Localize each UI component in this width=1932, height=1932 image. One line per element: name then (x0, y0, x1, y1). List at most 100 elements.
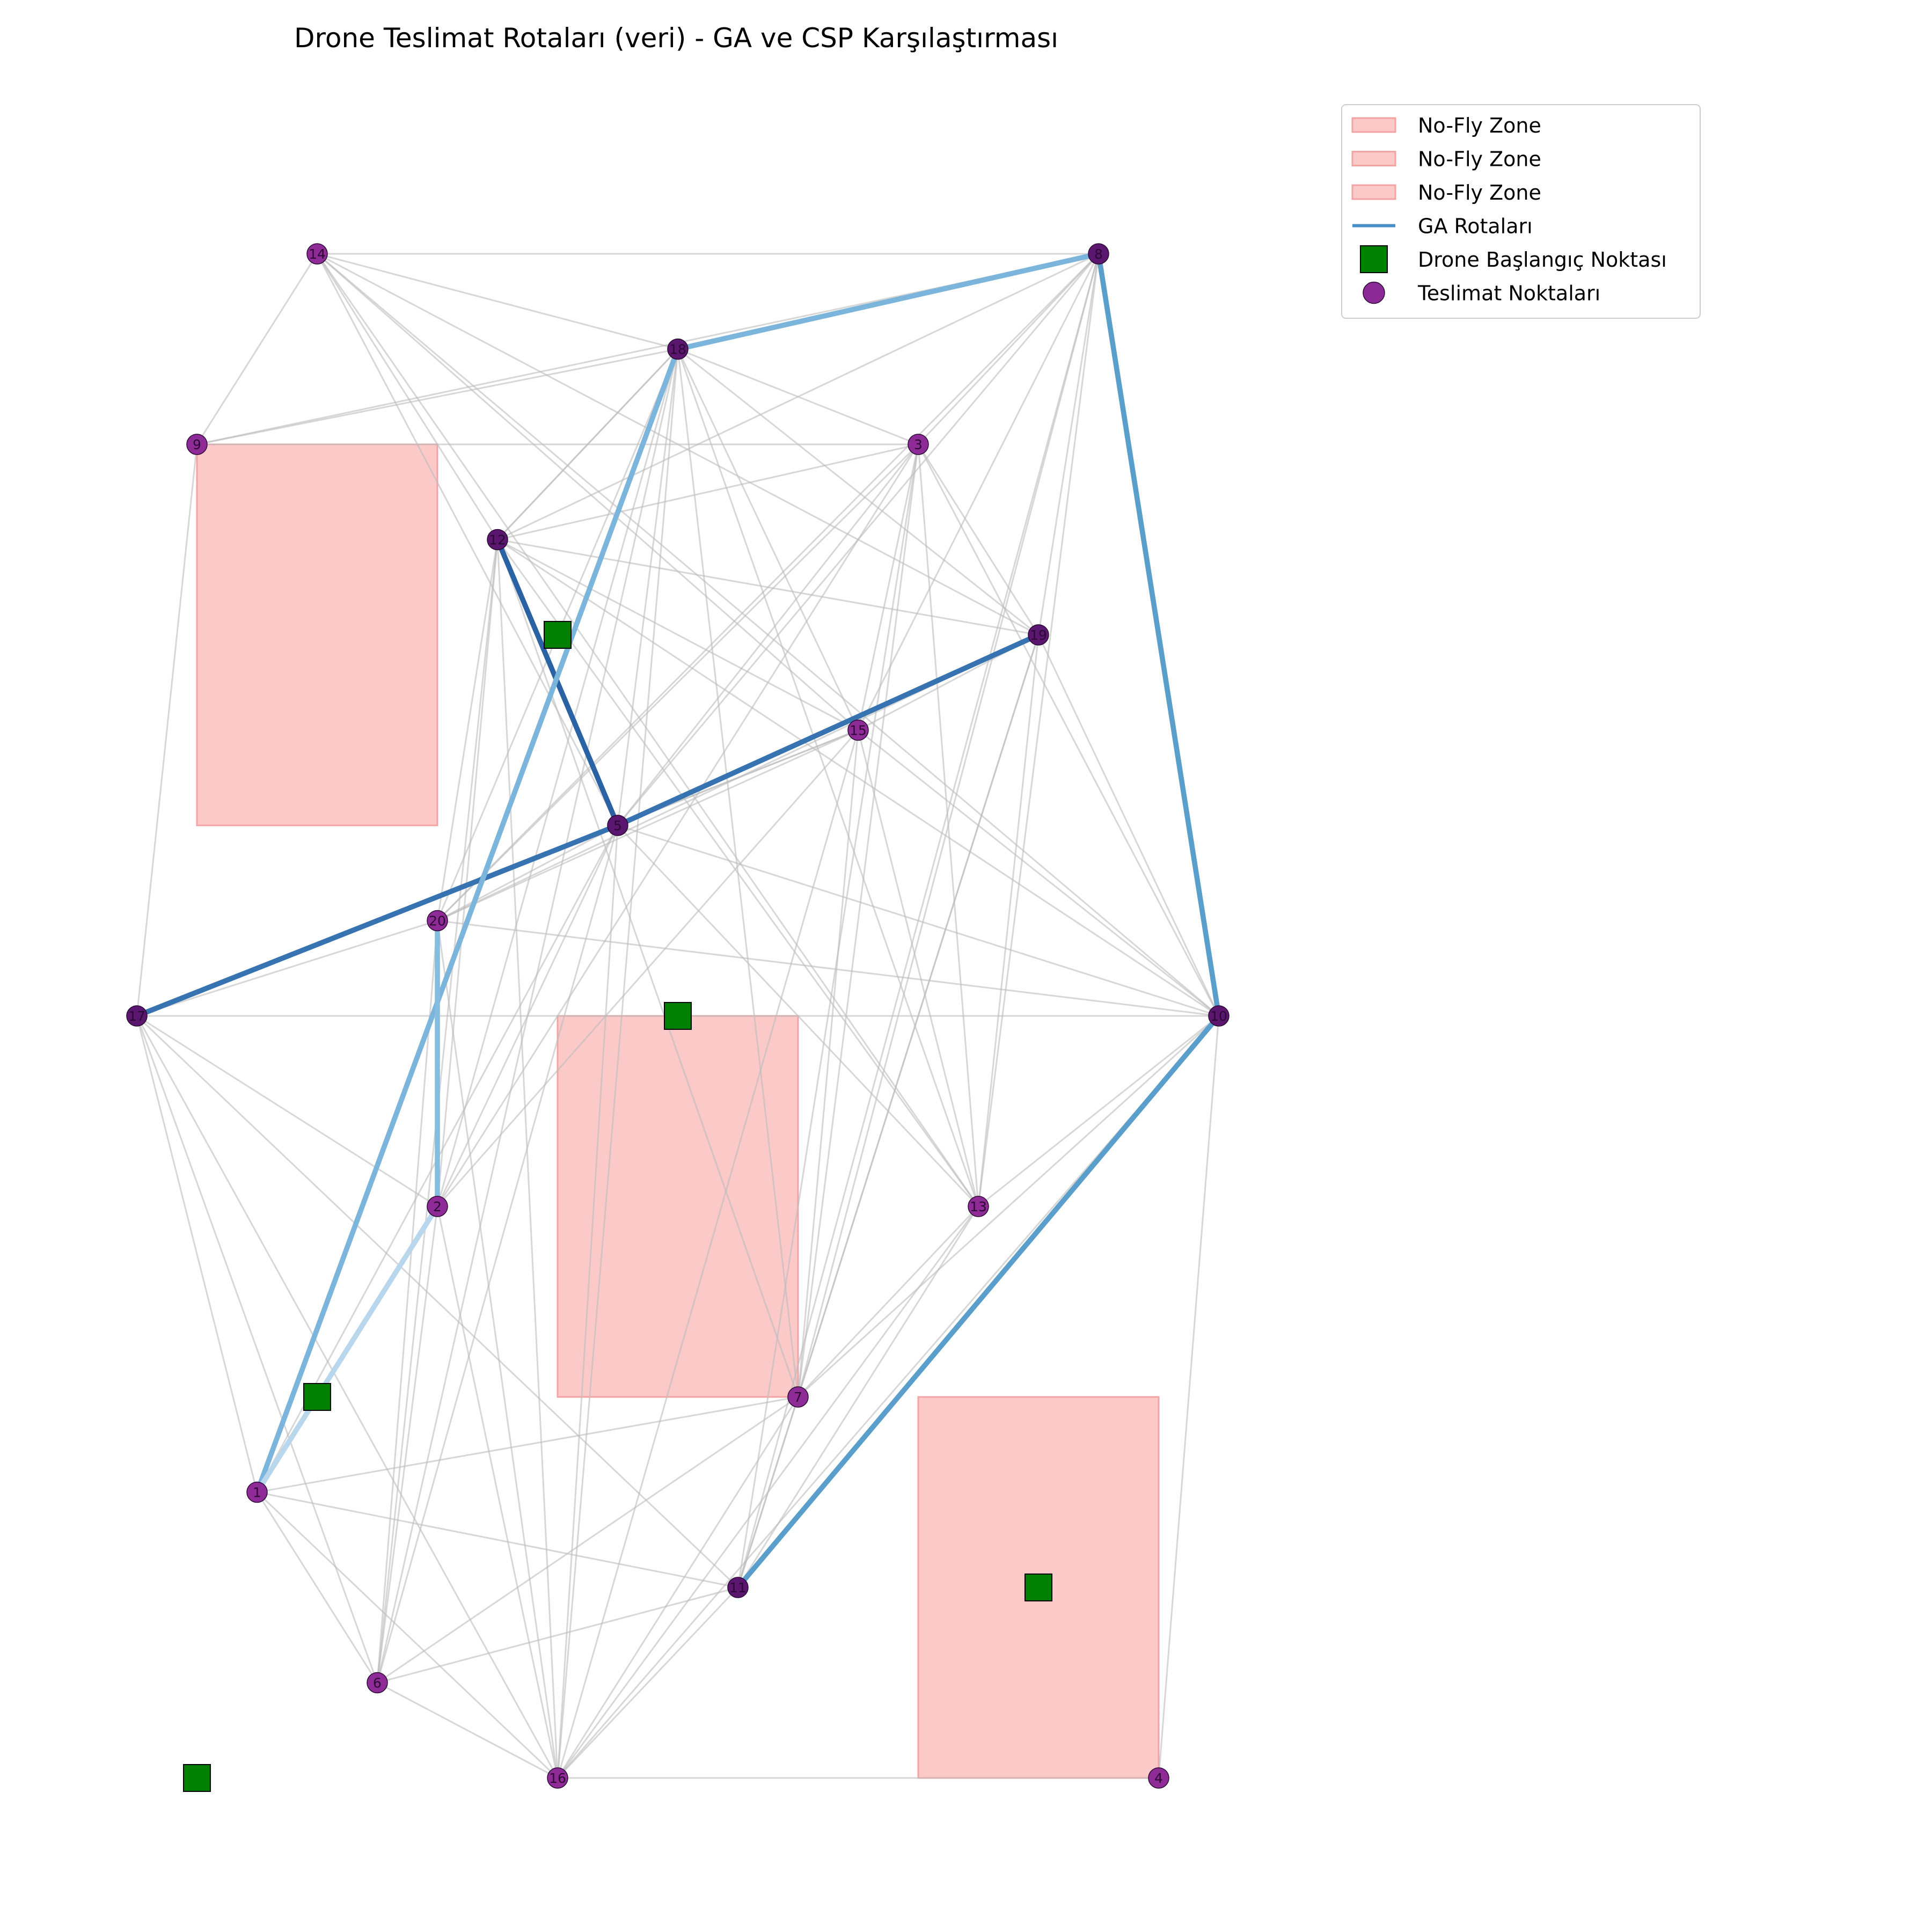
edge-2-6 (376, 1206, 438, 1683)
edge-12-13 (496, 539, 979, 1207)
delivery-point-label-5: 5 (613, 818, 622, 833)
edge-15-16 (557, 730, 859, 1779)
legend-handle-delivery (1363, 281, 1385, 304)
delivery-point-15 (847, 719, 869, 741)
edge-10-13 (978, 1015, 1219, 1208)
delivery-point-5 (607, 815, 628, 836)
edge-15-7 (797, 730, 859, 1397)
edge-12-18 (496, 348, 679, 540)
edge-18-2 (436, 349, 679, 1207)
delivery-point-8 (1088, 243, 1109, 265)
delivery-point-4 (1148, 1767, 1169, 1789)
drone-start-marker-5 (1024, 1574, 1052, 1601)
legend-handle-nofly-3 (1351, 184, 1396, 200)
legend-box (1341, 104, 1701, 319)
delivery-point-16 (547, 1767, 568, 1789)
edge-5-6 (376, 825, 619, 1683)
edge-9-18 (196, 348, 678, 445)
delivery-point-label-3: 3 (914, 437, 923, 452)
edge-3-15 (857, 444, 919, 730)
delivery-point-7 (787, 1386, 809, 1408)
edge-13-7 (797, 1205, 979, 1398)
drone-start-marker-1 (183, 1764, 211, 1792)
delivery-point-14 (306, 243, 328, 265)
edge-12-15 (497, 539, 859, 731)
edge-17-6 (136, 1015, 378, 1684)
edge-3-7 (797, 444, 919, 1397)
edge-15-13 (857, 730, 979, 1207)
legend-label-3: No-Fly Zone (1418, 181, 1541, 204)
delivery-point-label-6: 6 (373, 1675, 382, 1691)
edge-19-10 (1037, 634, 1220, 1016)
edge-3-19 (917, 444, 1040, 635)
no-fly-zone-1 (196, 443, 438, 826)
edge-9-17 (136, 444, 198, 1016)
edge-18-13 (677, 349, 979, 1207)
edge-14-12 (316, 253, 499, 540)
edge-12-10 (497, 539, 1219, 1017)
edge-20-10 (437, 920, 1219, 1017)
edge-18-5 (617, 349, 679, 826)
delivery-point-18 (667, 338, 689, 360)
delivery-point-2 (427, 1196, 448, 1217)
edge-8-19 (1037, 253, 1100, 635)
edge-11-16 (557, 1586, 739, 1779)
delivery-point-label-10: 10 (1210, 1008, 1227, 1024)
edge-8-12 (497, 253, 1099, 540)
delivery-point-label-17: 17 (128, 1008, 145, 1024)
legend-label-2: No-Fly Zone (1418, 148, 1541, 171)
delivery-point-label-8: 8 (1094, 246, 1103, 262)
edge-12-20 (436, 539, 499, 921)
delivery-point-20 (427, 910, 448, 932)
edge-8-3 (917, 253, 1100, 445)
delivery-point-13 (968, 1196, 989, 1217)
legend-handle-depot (1360, 245, 1388, 273)
edge-3-2 (436, 444, 919, 1207)
edge-15-20 (437, 729, 859, 921)
edge-10-7 (797, 1015, 1220, 1398)
edge-18-15 (677, 348, 859, 731)
edge-2-16 (436, 1206, 559, 1779)
delivery-point-label-18: 18 (669, 342, 686, 357)
edge-14-5 (316, 253, 619, 826)
legend-label-5: Drone Başlangıç Noktası (1418, 248, 1667, 272)
delivery-point-label-13: 13 (970, 1199, 987, 1214)
edge-18-19 (677, 348, 1039, 636)
edge-3-5 (617, 444, 919, 826)
legend-label-4: GA Rotaları (1418, 215, 1533, 238)
edge-14-18 (317, 253, 678, 350)
edge-1-6 (256, 1491, 378, 1684)
drone-start-marker-3 (544, 621, 572, 649)
edge-5-20 (437, 824, 618, 921)
edge-18-16 (557, 349, 679, 1779)
edge-17-11 (136, 1015, 739, 1589)
edge-20-17 (136, 920, 438, 1017)
edge-3-13 (917, 444, 979, 1207)
edge-3-10 (917, 444, 1220, 1016)
edge-17-1 (136, 1015, 258, 1492)
edge-20-16 (436, 920, 559, 1779)
drone-start-marker-2 (303, 1383, 331, 1411)
edge-15-10 (858, 729, 1219, 1017)
drone-start-points (183, 621, 1052, 1792)
edge-12-2 (436, 539, 499, 1207)
delivery-point-label-14: 14 (309, 246, 326, 262)
delivery-point-3 (908, 434, 929, 455)
edge-17-16 (136, 1015, 559, 1779)
edge-17-2 (136, 1015, 438, 1208)
delivery-point-label-4: 4 (1154, 1770, 1163, 1786)
edge-15-2 (436, 729, 859, 1207)
edge-3-20 (436, 443, 919, 921)
delivery-point-label-1: 1 (253, 1485, 261, 1501)
edge-1-11 (257, 1491, 738, 1589)
edge-14-13 (316, 253, 979, 1207)
delivery-point-label-16: 16 (549, 1770, 566, 1786)
chart-title: Drone Teslimat Rotaları (veri) - GA ve C… (294, 23, 1058, 54)
edge-7-16 (557, 1396, 799, 1779)
edge-7-1 (257, 1396, 799, 1493)
delivery-point-9 (186, 434, 208, 455)
edge-10-4 (1158, 1015, 1220, 1779)
legend-handle-nofly-2 (1351, 151, 1396, 166)
delivery-point-1 (246, 1481, 268, 1503)
